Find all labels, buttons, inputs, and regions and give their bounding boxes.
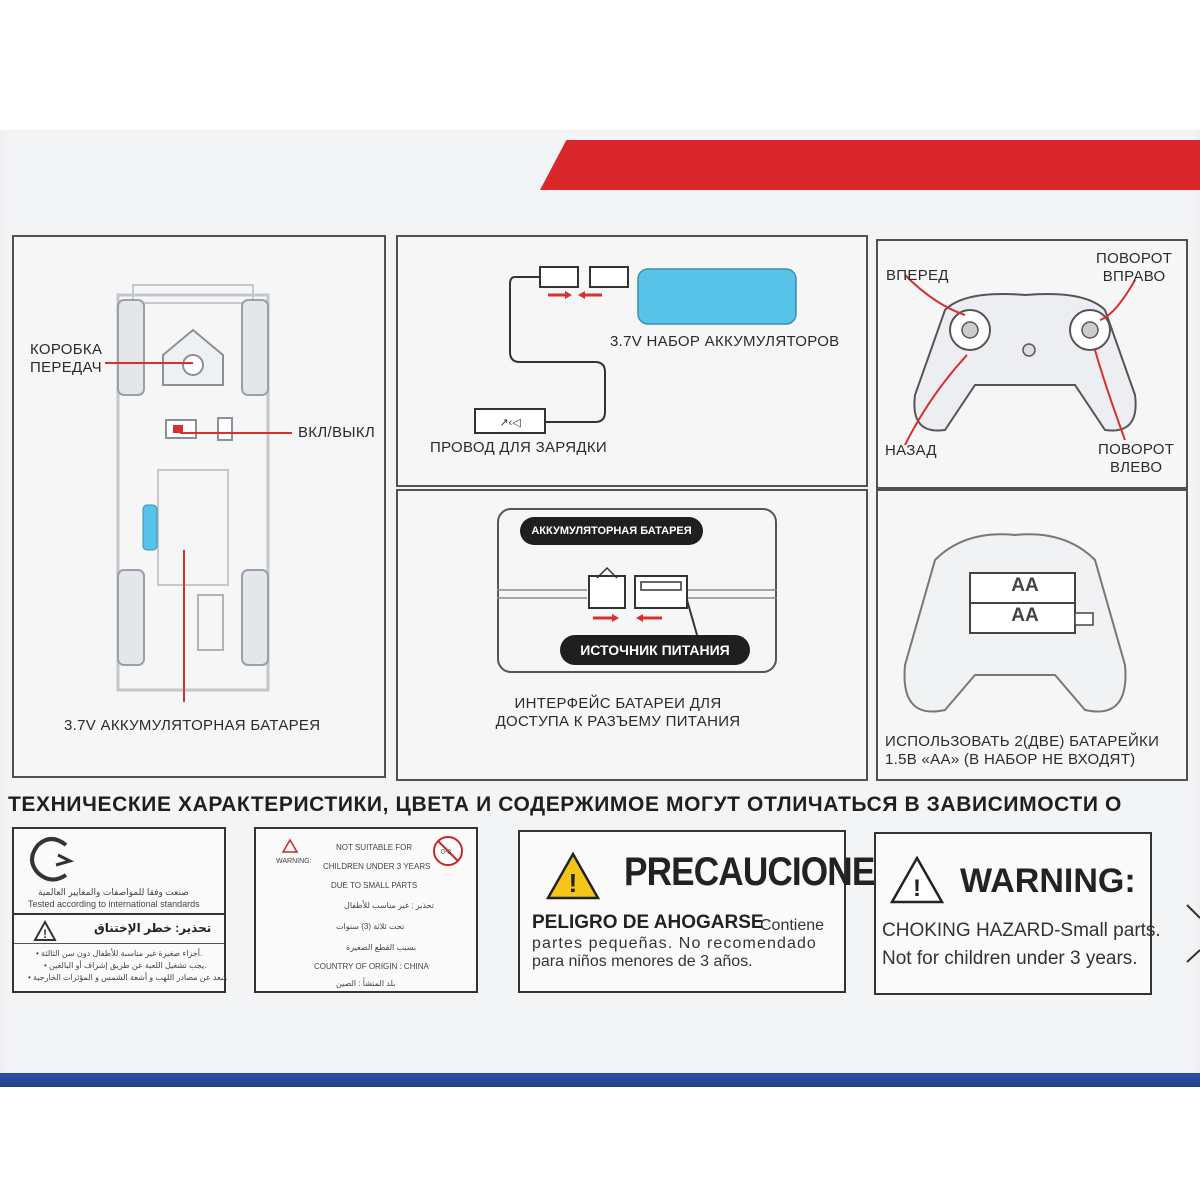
red-stripe bbox=[540, 140, 1200, 190]
arabic-bullet-1: • أجزاء صغيرة غير مناسبة للأطفال دون سن … bbox=[36, 949, 203, 958]
small-line-4: تحذير : غير مناسب للأطفال bbox=[344, 901, 434, 910]
battery-tag: АККУМУЛЯТОРНАЯ БАТАРЕЯ bbox=[520, 517, 703, 545]
pack-label: 3.7V НАБОР АККУМУЛЯТОРОВ bbox=[610, 333, 840, 350]
precauciones-box: ! PRECAUCIONES: PELIGRO DE AHOGARSE Cont… bbox=[518, 830, 909, 993]
battery-label: 3.7V АККУМУЛЯТОРНАЯ БАТАРЕЯ bbox=[64, 717, 321, 734]
svg-text:↗‹◁: ↗‹◁ bbox=[499, 417, 521, 429]
arabic-bullet-2: • يجب تشغيل اللعبة عن طريق إشراف أو البا… bbox=[44, 961, 207, 970]
warning-box: ! WARNING: CHOKING HAZARD-Small parts. N… bbox=[874, 832, 1161, 995]
precauciones-text-1: Contiene bbox=[760, 917, 825, 934]
small-line-1: NOT SUITABLE FOR bbox=[336, 843, 413, 852]
standards-logo-icon bbox=[30, 837, 75, 882]
precauciones-hazard: PELIGRO DE AHOGARSE bbox=[532, 912, 764, 933]
warning-triangle-small-icon bbox=[281, 838, 299, 853]
forward-label: ВПЕРЕД bbox=[886, 267, 949, 284]
arabic-standards-box: صنعت وفقا للمواصفات والمعايير العالمية T… bbox=[12, 827, 228, 993]
precauciones-text-2: partes pequeñas. No recomendado bbox=[532, 935, 817, 952]
charging-illustration: ↗‹◁ bbox=[474, 266, 797, 434]
arabic-bullet-3: • تبعد عن مصادر اللهب و أشعة الشمس و الم… bbox=[28, 973, 228, 982]
controller-illustration bbox=[904, 274, 1137, 446]
blue-stripe bbox=[0, 1073, 1200, 1087]
aa-cell-1: AA bbox=[1011, 575, 1039, 596]
warning-triangle-yellow-icon: ! bbox=[545, 851, 601, 900]
small-line-7: COUNTRY OF ORIGIN : CHINA bbox=[314, 962, 429, 971]
small-warning-label: WARNING: bbox=[276, 858, 312, 865]
interface-caption: ИНТЕРФЕЙС БАТАРЕИ ДЛЯ ДОСТУПА К РАЗЪЕМУ … bbox=[495, 695, 741, 730]
arabic-warning: تحذير: خطر الإختناق bbox=[94, 921, 212, 935]
warning-line-2: Not for children under 3 years. bbox=[882, 948, 1138, 969]
panel-chassis bbox=[12, 235, 386, 778]
gearbox-label: КОРОБКА ПЕРЕДАЧ bbox=[30, 341, 103, 376]
warning-line-1: CHOKING HAZARD-Small parts. bbox=[882, 920, 1161, 941]
warning-title: WARNING: bbox=[960, 862, 1136, 900]
switch-label: ВКЛ/ВЫКЛ bbox=[298, 424, 376, 441]
small-line-2: CHILDREN UNDER 3 YEARS bbox=[323, 862, 431, 871]
switch-pointer bbox=[180, 432, 292, 434]
aa-cell-2: AA bbox=[1011, 605, 1039, 626]
notice-text: ТЕХНИЧЕСКИЕ ХАРАКТЕРИСТИКИ, ЦВЕТА И СОДЕ… bbox=[8, 793, 1122, 816]
small-line-5: تحت ثلاثة (3) سنوات bbox=[336, 922, 405, 931]
controller-back-illustration bbox=[903, 533, 1127, 713]
turn-right-label: ПОВОРОТ ВПРАВО bbox=[1096, 250, 1173, 285]
connector-illustration bbox=[497, 566, 777, 636]
power-tag: ИСТОЧНИК ПИТАНИЯ bbox=[560, 635, 750, 665]
arabic-divider-2 bbox=[14, 943, 224, 944]
arabic-line-1: صنعت وفقا للمواصفات والمعايير العالمية bbox=[38, 887, 189, 897]
gearbox-pointer bbox=[105, 362, 193, 364]
backward-label: НАЗАД bbox=[885, 442, 937, 459]
small-line-8: بلد المنشأ : الصين bbox=[336, 979, 396, 988]
arabic-line-2: Tested according to international standa… bbox=[28, 899, 200, 909]
svg-text:!: ! bbox=[569, 868, 578, 898]
small-line-6: بسبب القطع الصغيرة bbox=[346, 943, 417, 952]
turn-left-label: ПОВОРОТ ВЛЕВО bbox=[1098, 441, 1175, 476]
small-line-3: DUE TO SMALL PARTS bbox=[331, 881, 418, 890]
precauciones-text-3: para niños menores de 3 años. bbox=[532, 953, 753, 970]
age-icon-text: 0-3 bbox=[441, 849, 452, 856]
edge-mark bbox=[1186, 904, 1200, 963]
battery-pointer bbox=[183, 550, 185, 702]
chassis-illustration bbox=[116, 284, 270, 692]
aa-caption: ИСПОЛЬЗОВАТЬ 2(ДВЕ) БАТАРЕЙКИ 1.5В «АА» … bbox=[885, 733, 1160, 768]
cable-label: ПРОВОД ДЛЯ ЗАРЯДКИ bbox=[430, 439, 607, 456]
svg-text:!: ! bbox=[913, 875, 921, 902]
warning-triangle-outline-icon: ! bbox=[889, 855, 945, 904]
small-warning-box: WARNING: 0-3 NOT SUITABLE FOR CHILDREN U… bbox=[254, 827, 478, 993]
age-restriction-icon bbox=[433, 836, 463, 866]
arabic-divider bbox=[14, 913, 224, 915]
precauciones-title: PRECAUCIONES: bbox=[624, 850, 909, 894]
svg-text:!: ! bbox=[43, 927, 47, 941]
warning-triangle-icon: ! bbox=[33, 919, 57, 941]
